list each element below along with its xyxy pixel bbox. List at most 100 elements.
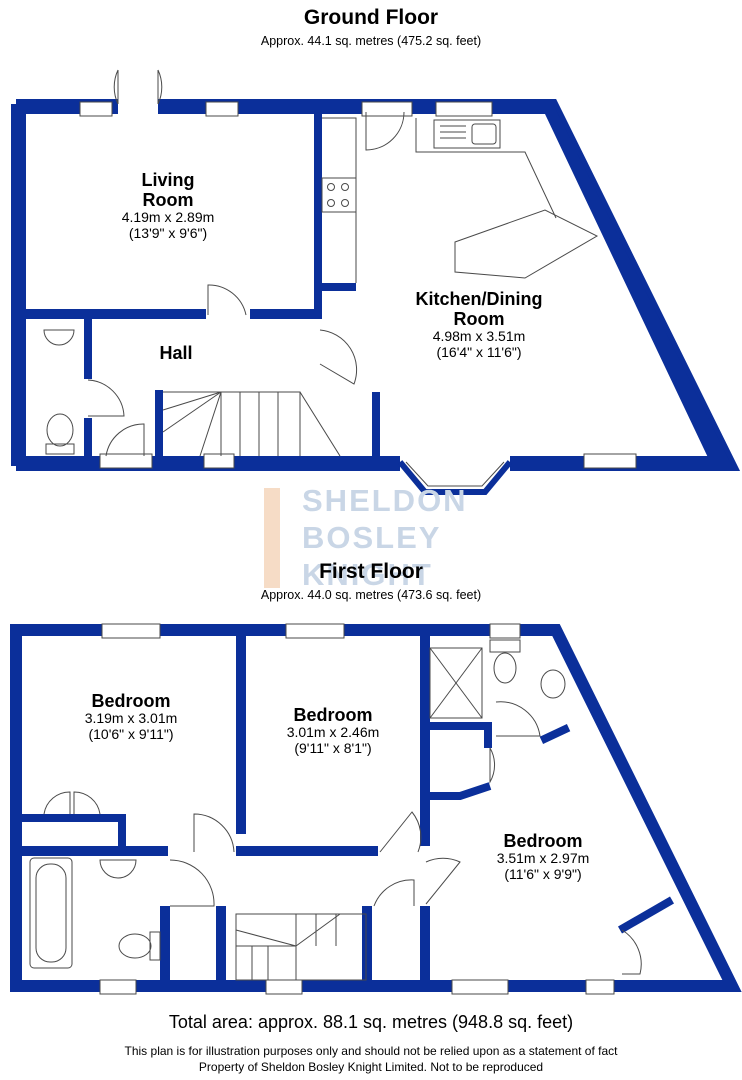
room-metric: 3.51m x 2.97m — [496, 850, 590, 867]
bay-window-inner — [405, 461, 505, 487]
ensuite-basin-icon — [540, 669, 566, 699]
first-floor-title: First Floor — [319, 560, 423, 583]
window-hall — [203, 453, 235, 469]
copyright: Property of Sheldon Bosley Knight Limite… — [198, 1060, 544, 1074]
front-door — [105, 423, 145, 457]
room-imperial: (10'6" x 9'11") — [88, 725, 174, 742]
window-ensuite — [489, 623, 521, 639]
kitchen-stub-wall — [322, 283, 356, 291]
wc-door — [87, 379, 125, 417]
room-metric: 3.01m x 2.46m — [286, 724, 380, 741]
ensuite-toilet-icon — [489, 639, 521, 653]
living-room-door — [207, 284, 247, 316]
watermark-line-2: BOSLEY — [302, 520, 442, 555]
stairs-wall — [155, 390, 163, 456]
bedroom-divider-wall — [236, 636, 246, 834]
first-floor-area: Approx. 44.0 sq. metres (473.6 sq. feet) — [260, 588, 482, 602]
hall-label: Hall — [136, 343, 216, 363]
window-bedroom-3 — [451, 979, 509, 995]
kitchen-door — [365, 111, 405, 151]
cupboard-wall — [372, 392, 380, 456]
room-name: Room — [142, 190, 194, 211]
room-name: Room — [453, 309, 505, 330]
front-door-frame — [99, 453, 153, 469]
ground-floor-title: Ground Floor — [303, 6, 439, 29]
bedroom-3-label: Bedroom 3.51m x 2.97m (11'6" x 9'9") — [468, 831, 618, 883]
window-bedroom-3b — [585, 979, 615, 995]
kitchen-sink-icon — [433, 119, 501, 149]
wardrobe-doors — [43, 791, 101, 815]
wc-wall-upper — [84, 319, 92, 379]
bathroom-toilet-icon — [118, 933, 152, 959]
first-stairs — [235, 913, 367, 981]
living-kitchen-wall — [314, 114, 322, 319]
room-name: Bedroom — [503, 831, 583, 851]
window-living-2 — [205, 101, 239, 117]
cupboard-door — [319, 329, 358, 385]
bedroom-1-label: Bedroom 3.19m x 3.01m (10'6" x 9'11") — [56, 691, 206, 743]
ensuite-wall — [430, 722, 490, 730]
room-name: Bedroom — [91, 691, 171, 711]
disclaimer: This plan is for illustration purposes o… — [124, 1044, 618, 1058]
total-area: Total area: approx. 88.1 sq. metres (948… — [168, 1012, 574, 1032]
window-landing — [265, 979, 303, 995]
ground-basin-icon — [43, 329, 75, 346]
living-room-label: Living Room 4.19m x 2.89m (13'9" x 9'6") — [88, 170, 248, 242]
room-imperial: (9'11" x 8'1") — [294, 739, 372, 756]
cupboard-door-first — [373, 879, 415, 907]
hob-icon — [321, 177, 357, 213]
room-metric: 3.19m x 3.01m — [84, 710, 178, 727]
window-bathroom — [99, 979, 137, 995]
bedroom2-east-wall — [420, 636, 430, 846]
bath-icon — [29, 857, 73, 969]
room-metric: 4.19m x 2.89m — [121, 209, 215, 226]
bedroom3-door — [425, 857, 461, 905]
ground-floor-area: Approx. 44.1 sq. metres (475.2 sq. feet) — [260, 34, 482, 48]
wardrobe-door-bed3 — [621, 929, 642, 975]
window-bedroom-2 — [285, 623, 345, 639]
bathroom-door — [169, 859, 215, 907]
window-dining — [583, 453, 637, 469]
living-room-south-wall-right — [250, 309, 320, 319]
ground-floor-plan — [11, 69, 741, 495]
wc-wall-lower — [84, 418, 92, 456]
airing-cupboard-door — [489, 747, 496, 784]
ground-stairs — [163, 391, 301, 456]
ground-toilet-icon — [46, 413, 74, 447]
room-imperial: (13'9" x 9'6") — [128, 224, 208, 241]
room-name: Bedroom — [293, 705, 373, 725]
bedroom2-south-wall — [236, 846, 378, 856]
first-floor-outer-wall — [10, 624, 742, 992]
bathroom-north-wall — [22, 846, 168, 856]
wardrobe-wall — [22, 814, 122, 822]
patio-doors — [113, 69, 163, 105]
kitchen-door-frame — [361, 101, 413, 117]
room-name: Living — [141, 170, 195, 190]
window-living-1 — [79, 101, 113, 117]
ground-north-east-wall-fill — [158, 104, 732, 466]
living-room-south-wall — [26, 309, 206, 319]
shower-icon — [429, 647, 483, 719]
bathroom-wall — [160, 906, 170, 982]
room-metric: 4.98m x 3.51m — [432, 328, 526, 345]
first-floor-plan — [10, 623, 742, 995]
bedroom2-door — [379, 811, 422, 853]
bedroom1-door — [193, 813, 235, 853]
room-imperial: (16'4" x 11'6") — [436, 343, 522, 360]
window-kitchen — [435, 101, 493, 117]
watermark-line-3: KNIGHT — [302, 557, 433, 592]
room-imperial: (11'6" x 9'9") — [504, 865, 582, 882]
window-bedroom-1 — [101, 623, 161, 639]
kitchen-dining-label: Kitchen/Dining Room 4.98m x 3.51m (16'4"… — [384, 289, 574, 361]
bay-window — [397, 460, 513, 495]
watermark-bar — [264, 488, 280, 588]
kitchen-island — [454, 209, 599, 279]
bedroom-2-label: Bedroom 3.01m x 2.46m (9'11" x 8'1") — [258, 705, 408, 757]
kitchen-worktop-top — [415, 118, 557, 219]
ensuite-door — [495, 701, 541, 737]
landing-east-wall — [420, 906, 430, 982]
kitchen-worktop-left — [322, 117, 357, 283]
room-name: Hall — [159, 343, 193, 363]
